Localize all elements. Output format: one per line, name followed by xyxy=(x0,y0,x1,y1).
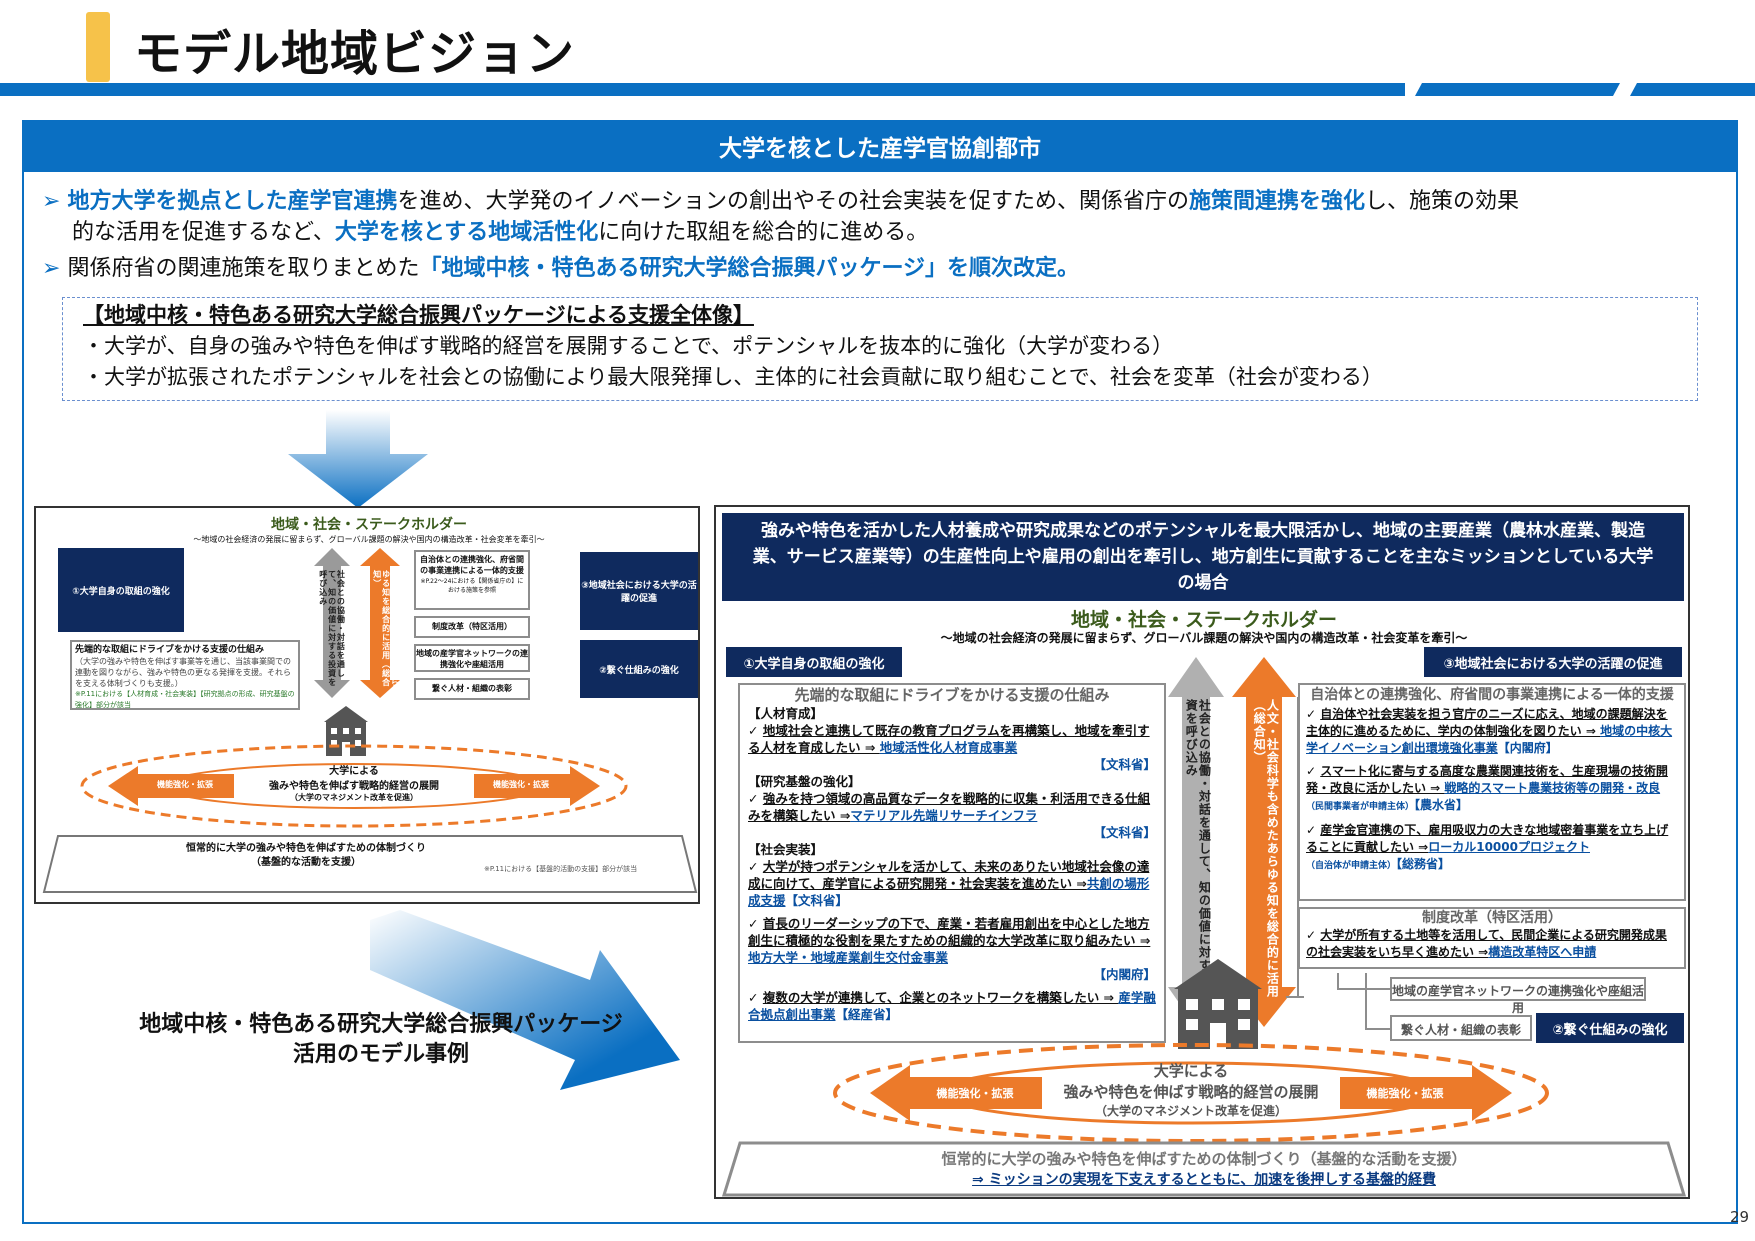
gray-arrow-label: 社会との協働・対話を通して、知の価値に対する投資を呼び込み xyxy=(1184,699,1212,998)
diagonal-arrow-icon xyxy=(370,910,680,1090)
arrow-right-label: 機能強化・拡張 xyxy=(493,780,549,789)
support-overview-box: 【地域中核・特色ある研究大学総合振興パッケージによる支援全体像】 ・大学が、自身… xyxy=(62,297,1698,401)
model-case-label: 地域中核・特色ある研究大学総合振興パッケージ 活用のモデル事例 xyxy=(139,1012,623,1067)
list-item: ✓ 産学金官連携の下、雇用吸収力の大きな地域密着事業を立ち上げることに貢献したい… xyxy=(1306,823,1669,871)
base-note: ※P.11における【基盤的活動の支援】部分が該当 xyxy=(484,865,638,873)
support-overview-line: ・大学が拡張されたポテンシャルを社会との協働により最大限発揮し、主体的に社会貢献… xyxy=(83,365,1383,389)
checkmark-icon: ✓ xyxy=(1306,764,1321,778)
drive-support-panel: 先端的な取組にドライブをかける支援の仕組み 【人材育成】 ✓ 地域社会と連携して… xyxy=(738,683,1166,1043)
base-text: 恒常的に大学の強みや特色を伸ばすための体制づくり （基盤的な活動を支援） xyxy=(186,843,426,868)
list-item: ✓ 強みを持つ領域の高品質なデータを戦略的に収集・利活用できる仕組みを構築したい… xyxy=(748,791,1156,840)
base-platform xyxy=(722,1141,1686,1197)
box-connection: ②繋ぐ仕組みの強化 xyxy=(580,640,698,698)
mid-box-joint-support: 自治体との連携強化、府省間の事業連携による一体的支援 ※P.22～24における【… xyxy=(414,550,530,610)
checkmark-icon: ✓ xyxy=(748,791,763,806)
box-connection: ②繋ぐ仕組みの強化 xyxy=(1536,1013,1684,1043)
bullet-arrow-icon: ➢ xyxy=(42,189,68,214)
base-text: 恒常的に大学の強みや特色を伸ばすための体制づくり（基盤的な活動を支援） ⇒ ミッ… xyxy=(941,1150,1467,1188)
stakeholder-title: 地域・社会・ステークホルダー xyxy=(271,517,467,533)
joint-support-panel: 自治体との連携強化、府省間の事業連携による一体的支援 ✓ 自治体や社会実装を担う… xyxy=(1298,683,1686,901)
box-regional-activity: ③地域社会における大学の活躍の促進 xyxy=(580,552,698,630)
bullet-arrow-icon: ➢ xyxy=(42,256,68,281)
bullet-1: ➢ 地方大学を拠点とした産学官連携を進め、大学発のイノベーションの創出やその社会… xyxy=(42,189,1520,245)
list-item: ✓ 大学が所有する土地等を活用して、民間企業による研究開発成果の社会実装をいち早… xyxy=(1306,928,1667,959)
checkmark-icon: ✓ xyxy=(748,990,763,1005)
award-box: 繋ぐ人材・組織の表彰 xyxy=(1390,1015,1532,1041)
checkmark-icon: ✓ xyxy=(1306,823,1321,837)
checkmark-icon: ✓ xyxy=(748,723,763,738)
orange-arrow-label: 人文・社会科学も含めたあらゆる知を総合的に活用（総合知） xyxy=(1252,699,1280,998)
list-item: ✓ 自治体や社会実装を担う官庁のニーズに応え、地域の課題解決を主体的に進めるため… xyxy=(1306,707,1673,755)
header-rule xyxy=(0,83,1755,96)
support-overview-title: 【地域中核・特色ある研究大学総合振興パッケージによる支援全体像】 xyxy=(83,303,754,327)
bullet-2: ➢ 関係府省の関連施策を取りまとめた「地域中核・特色ある研究大学総合振興パッケー… xyxy=(42,256,1080,281)
list-item: ✓ 地域社会と連携して既存の教育プログラムを再構築し、地域を牽引する人材を育成し… xyxy=(748,723,1156,772)
arrow-right-label: 機能強化・拡張 xyxy=(1366,1087,1444,1100)
box-self-strengthening: ①大学自身の取組の強化 xyxy=(726,647,902,677)
base-platform xyxy=(42,835,698,893)
stakeholder-subtitle: ～地域の社会経済の発展に留まらず、グローバル課題の解決や国内の構造改革・社会変革… xyxy=(193,535,545,544)
checkmark-icon: ✓ xyxy=(748,859,763,874)
right-diagram: 強みや特色を活かした人材養成や研究成果などのポテンシャルを最大限活かし、地域の主… xyxy=(714,505,1690,1199)
strategy-ellipse xyxy=(833,1043,1549,1143)
ellipse-text: 大学による 強みや特色を伸ばす戦略的経営の展開 （大学のマネジメント改革を促進） xyxy=(1063,1062,1319,1118)
university-building-icon xyxy=(1174,959,1262,1049)
left-diagram: 地域・社会・ステークホルダー ～地域の社会経済の発展に留まらず、グローバル課題の… xyxy=(34,506,700,904)
section-title: 大学を核とした産学官協創都市 xyxy=(22,120,1738,172)
stakeholder-subtitle: ～地域の社会経済の発展に留まらず、グローバル課題の解決や国内の構造改革・社会変革… xyxy=(940,631,1468,645)
page-title: モデル地域ビジョン xyxy=(134,26,576,82)
connector-lines xyxy=(1286,697,1390,1030)
vertical-arrows xyxy=(1168,657,1296,1027)
vertical-arrows xyxy=(314,548,400,698)
orange-arrow-label: 人文・社会科学も含めたあらゆる知を総合的に活用（総合知） xyxy=(372,570,400,687)
reform-panel: 制度改革（特区活用） ✓ 大学が所有する土地等を活用して、民間企業による研究開発… xyxy=(1298,907,1686,969)
page-number: 29 xyxy=(1730,1208,1750,1226)
mid-box-reform: 制度改革（特区活用） xyxy=(414,616,530,638)
checkmark-icon: ✓ xyxy=(748,916,763,931)
checkmark-icon: ✓ xyxy=(1306,707,1321,721)
arrow-left-label: 機能強化・拡張 xyxy=(157,780,213,789)
list-item: ✓ 大学が持つポテンシャルを活かして、未来のありたい地域社会像の達成に向けて、産… xyxy=(748,859,1150,908)
box-regional-activity: ③地域社会における大学の活躍の促進 xyxy=(1424,647,1682,677)
list-item: ✓ 複数の大学が連携して、企業とのネットワークを構築したい ⇒ 産学融合拠点創出… xyxy=(748,990,1156,1022)
university-building-icon xyxy=(324,706,368,756)
box-self-strengthening: ①大学自身の取組の強化 xyxy=(58,548,184,632)
mission-banner: 強みや特色を活かした人材養成や研究成果などのポテンシャルを最大限活かし、地域の主… xyxy=(722,513,1684,601)
network-box: 地域の産学官ネットワークの連携強化や座組活用 xyxy=(1390,977,1646,1015)
strategy-ellipse xyxy=(80,744,628,828)
ellipse-text: 大学による 強みや特色を伸ばす戦略的経営の展開 （大学のマネジメント改革を促進） xyxy=(269,766,439,802)
mid-box-award: 繋ぐ人材・組織の表彰 xyxy=(414,678,530,700)
title-accent-bar xyxy=(86,12,110,82)
list-item: ✓ 首長のリーダーシップの下で、産業・若者雇用創出を中心とした地方創生に積極的な… xyxy=(748,916,1156,982)
support-overview-line: ・大学が、自身の強みや特色を伸ばす戦略的経営を展開することで、ポテンシャルを抜本… xyxy=(83,334,1174,358)
list-item: ✓ スマート化に寄与する高度な農業関連技術を、生産現場の技術開発・改良に活かした… xyxy=(1306,764,1668,812)
checkmark-icon: ✓ xyxy=(1306,928,1321,942)
gray-arrow-label: 社会との協働・対話を通して、知の価値に対する投資を呼び込み xyxy=(318,570,346,687)
down-arrow-icon xyxy=(288,410,428,508)
arrow-left-label: 機能強化・拡張 xyxy=(936,1087,1014,1100)
stakeholder-title: 地域・社会・ステークホルダー xyxy=(1070,609,1337,631)
left-support-box: 先端的な取組にドライブをかける支援の仕組み （大学の強みや特色を伸ばす事業等を通… xyxy=(70,640,300,710)
mid-box-network: 地域の産学官ネットワークの連携強化や座組活用 xyxy=(414,644,530,672)
